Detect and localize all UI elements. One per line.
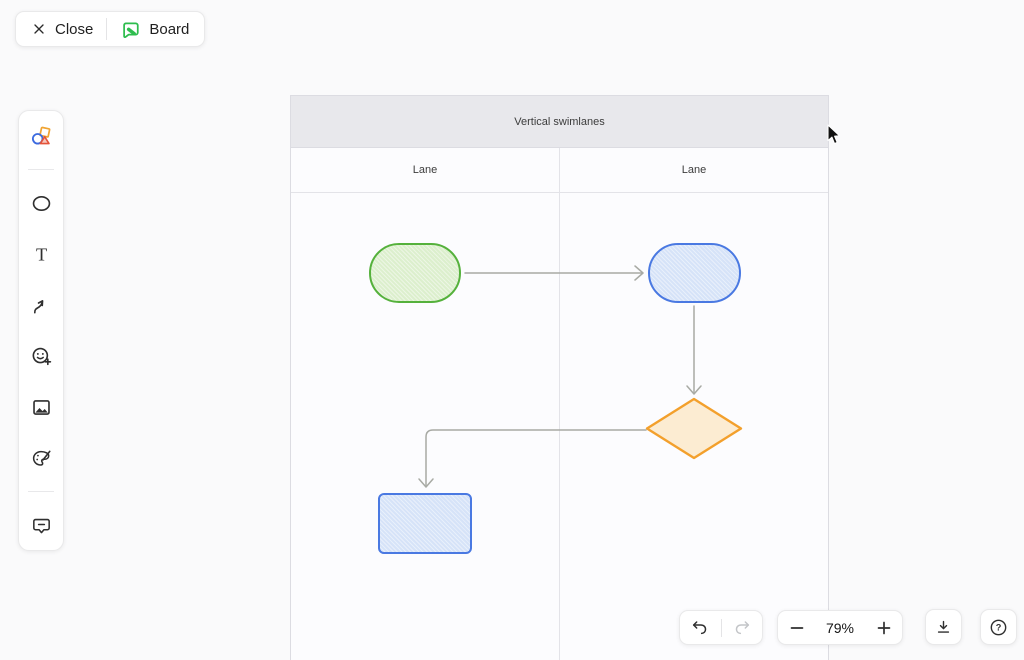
comment-tool-button[interactable] xyxy=(21,503,61,547)
text-icon: T xyxy=(35,244,46,264)
undo-button[interactable] xyxy=(680,611,721,644)
zoom-in-button[interactable] xyxy=(865,611,902,644)
style-tool-button[interactable] xyxy=(21,436,61,480)
redo-icon xyxy=(735,620,749,634)
shape-terminator-blue[interactable] xyxy=(648,243,741,303)
image-tool-button[interactable] xyxy=(21,385,61,429)
close-button[interactable]: Close xyxy=(22,15,102,43)
shape-process-blue[interactable] xyxy=(378,493,472,554)
redo-button[interactable] xyxy=(721,611,762,644)
download-icon xyxy=(937,620,950,633)
minus-icon xyxy=(790,626,803,629)
swimlane-title[interactable]: Vertical swimlanes xyxy=(291,96,828,148)
controls-divider xyxy=(720,618,722,637)
shape-templates-button[interactable] xyxy=(21,114,61,158)
zoom-level[interactable]: 79% xyxy=(825,619,855,636)
close-icon xyxy=(34,24,44,34)
help-icon: ? xyxy=(990,619,1007,635)
undo-icon xyxy=(693,620,707,634)
zoom-out-button[interactable] xyxy=(778,611,815,644)
close-label: Close xyxy=(55,20,94,38)
board-marker-icon xyxy=(123,22,139,38)
palette-icon xyxy=(32,450,51,466)
help-button[interactable]: ? xyxy=(981,610,1016,644)
top-toolbar: Close Board xyxy=(15,11,206,47)
toolbar-divider xyxy=(106,18,108,40)
text-tool-button[interactable]: T xyxy=(21,232,61,276)
history-controls xyxy=(679,610,763,645)
lane-body-1[interactable] xyxy=(291,193,560,660)
mouse-cursor xyxy=(827,124,841,145)
export-button[interactable] xyxy=(926,610,961,644)
connector-arrow-icon xyxy=(33,299,43,314)
export-control xyxy=(925,609,962,645)
emoji-plus-icon xyxy=(32,347,51,365)
plus-icon xyxy=(877,621,890,634)
sidebar-divider xyxy=(28,491,54,492)
zoom-controls: 79% xyxy=(777,610,903,645)
lane-header-2[interactable]: Lane xyxy=(681,164,707,176)
svg-text:?: ? xyxy=(996,622,1002,632)
lane-header-1[interactable]: Lane xyxy=(291,148,560,192)
lane-header-row: Lane Lane xyxy=(291,148,828,193)
shape-decision-orange[interactable] xyxy=(644,396,744,464)
board-label: Board xyxy=(149,20,190,38)
comment-icon xyxy=(32,518,50,533)
ellipse-tool-button[interactable] xyxy=(21,181,61,225)
ellipse-icon xyxy=(32,195,50,211)
reaction-tool-button[interactable] xyxy=(21,334,61,378)
connector-tool-button[interactable] xyxy=(21,283,61,327)
swimlane-table[interactable]: Vertical swimlanes Lane Lane xyxy=(290,95,829,660)
board-button[interactable]: Board xyxy=(111,15,198,43)
sidebar-divider xyxy=(28,169,54,170)
image-icon xyxy=(32,399,50,415)
tool-sidebar: T xyxy=(18,110,64,551)
shapes-icon xyxy=(31,126,50,145)
svg-text:T: T xyxy=(35,244,46,264)
help-control: ? xyxy=(980,609,1017,645)
lane-body-row xyxy=(291,193,828,660)
shape-terminator-green[interactable] xyxy=(369,243,461,303)
